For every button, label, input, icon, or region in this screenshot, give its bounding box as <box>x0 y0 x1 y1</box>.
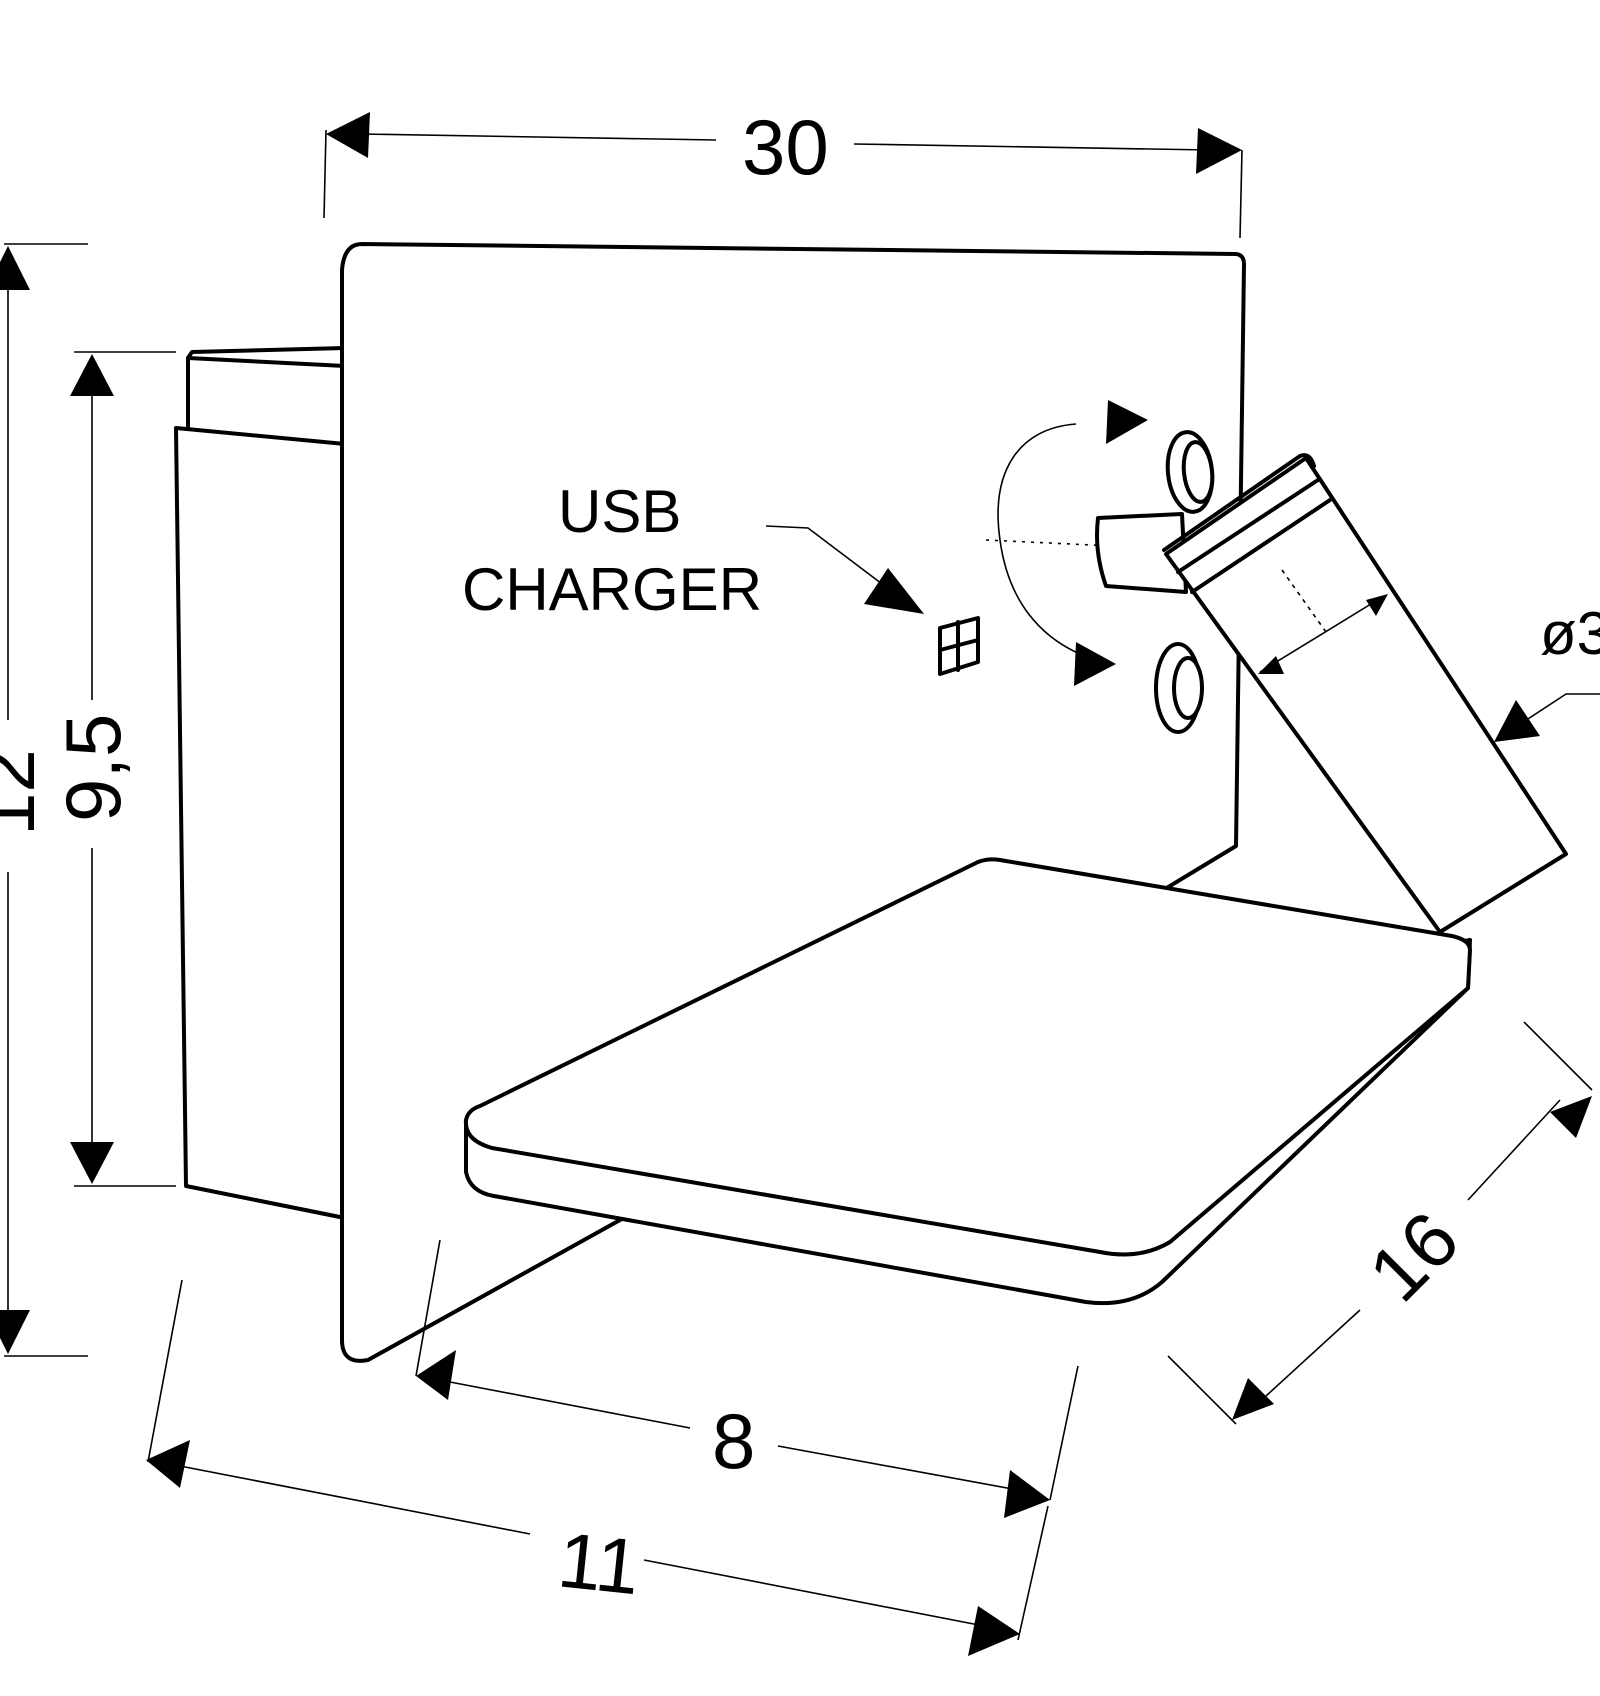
usb-charger-callout: USB CHARGER <box>462 478 924 623</box>
dimension-depth-total: 11 <box>146 1279 1049 1656</box>
depth-shelf-value: 8 <box>712 1397 755 1485</box>
dimension-height-body: 9,5 <box>49 351 176 1187</box>
usb-label-line1: USB <box>558 478 681 545</box>
shelf <box>463 857 1472 1306</box>
dimension-width: 30 <box>323 103 1243 239</box>
usb-port-icon <box>938 616 980 676</box>
shelf-width-value: 16 <box>1352 1194 1476 1318</box>
width-value: 30 <box>742 103 829 191</box>
lamp-diameter-value: ø3 <box>1540 600 1600 667</box>
lamp-mount <box>1095 430 1215 734</box>
usb-label-line2: CHARGER <box>462 556 762 623</box>
depth-total-value: 11 <box>554 1515 644 1611</box>
dimension-depth-shelf: 8 <box>415 1239 1079 1518</box>
wall-box <box>174 346 347 1220</box>
height-body-value: 9,5 <box>49 714 137 822</box>
height-total-value: 12 <box>0 749 51 836</box>
spotlight-arm <box>1162 453 1568 934</box>
dimension-height-total: 12 <box>0 243 88 1357</box>
dimension-lamp-diameter: ø3 <box>1494 600 1600 742</box>
